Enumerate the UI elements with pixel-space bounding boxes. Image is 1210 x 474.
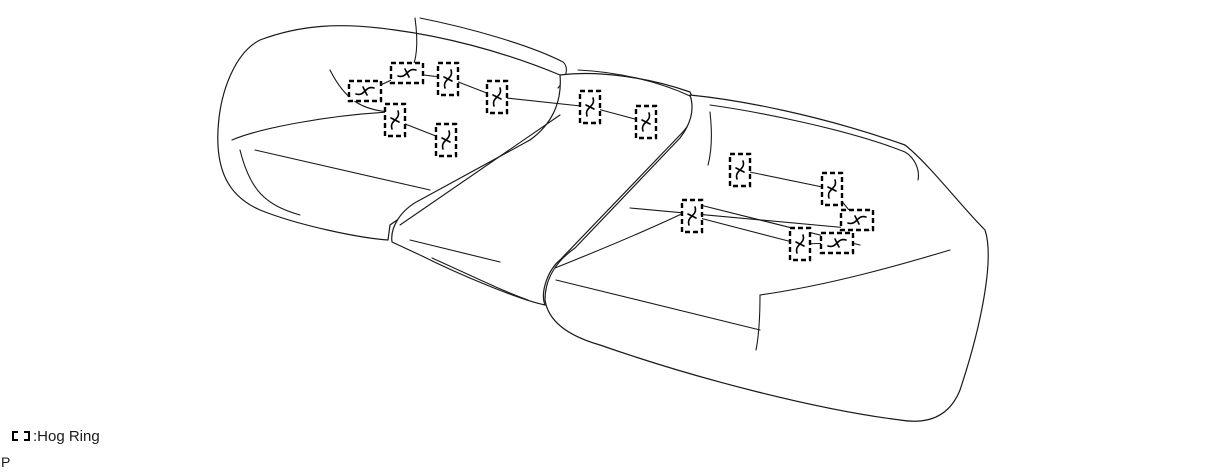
hog-ring-marker xyxy=(680,198,704,234)
legend: :Hog Ring xyxy=(12,427,100,445)
hog-ring-marker xyxy=(578,89,602,125)
hog-ring-marker xyxy=(434,122,458,158)
hog-ring-marker xyxy=(819,231,855,255)
hog-ring-marker xyxy=(383,102,407,138)
right-seat-section xyxy=(544,94,989,422)
hog-ring-marker xyxy=(788,226,812,262)
center-seat-section xyxy=(391,69,695,306)
hog-ring-marker xyxy=(436,61,460,97)
hog-rings xyxy=(347,61,875,262)
hog-ring-marker xyxy=(634,104,658,140)
hog-ring-marker xyxy=(820,171,844,207)
hog-ring-marker xyxy=(839,208,875,232)
hog-ring-symbol xyxy=(12,431,30,441)
hog-ring-marker xyxy=(389,61,425,85)
legend-label: :Hog Ring xyxy=(33,427,100,445)
hog-ring-marker xyxy=(347,79,383,103)
hog-ring-marker xyxy=(728,152,752,188)
figure-code: P xyxy=(1,454,11,470)
hog-ring-marker xyxy=(485,79,509,115)
